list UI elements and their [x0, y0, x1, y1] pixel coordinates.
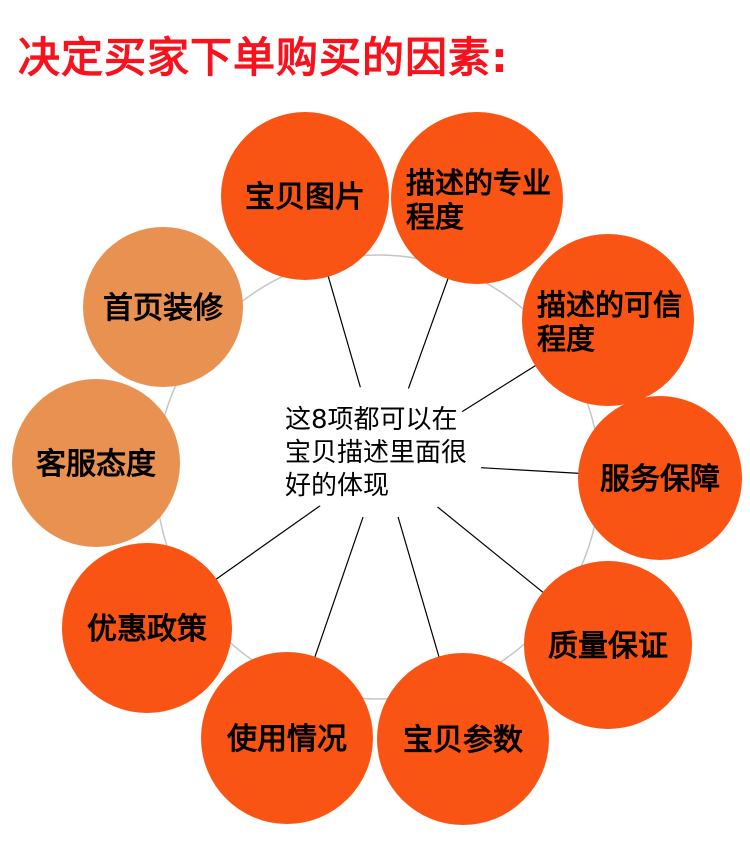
- factor-label-baobei-canshu: 宝贝参数: [403, 723, 524, 758]
- factor-circle-miaoshu-kexin: [522, 234, 694, 406]
- factor-label-zhiliang-baozheng: 质量保证: [548, 629, 668, 664]
- factor-circle-baobei-tupian: [221, 112, 389, 280]
- factor-label-miaoshu-zhuanye: 描述的专业: [406, 166, 551, 200]
- factor-label-youhui-zhengce: 优惠政策: [87, 612, 207, 647]
- factor-label-miaoshu-kexin: 描述的可信: [537, 288, 682, 322]
- factor-label-kefu-taidu: 客服态度: [36, 447, 156, 482]
- factor-label-miaoshu-zhuanye: 程度: [406, 200, 464, 234]
- factor-label-fuwu-baozhang: 服务保障: [600, 462, 720, 497]
- center-note-line: 好的体现: [285, 471, 389, 501]
- factor-label-shiyong-qingkuang: 使用情况: [226, 722, 347, 757]
- factor-circle-fuwu-baozhang: [578, 396, 742, 560]
- factor-label-miaoshu-kexin: 程度: [537, 322, 595, 356]
- factor-label-baobei-tupian: 宝贝图片: [245, 180, 365, 215]
- factor-circle-youhui-zhengce: [62, 543, 232, 713]
- factor-circle-kefu-taidu: [12, 379, 180, 547]
- center-note-line: 宝贝描述里面很: [285, 438, 467, 468]
- factor-circle-shouye-zhuangxiu: [83, 227, 243, 387]
- factor-circle-baobei-canshu: [377, 653, 549, 825]
- page-title: 决定买家下单购买的因素:: [18, 33, 509, 82]
- center-hub-mask: [276, 386, 484, 518]
- factor-circle-shiyong-qingkuang: [201, 652, 373, 824]
- center-note-line: 这8项都可以在: [285, 405, 458, 435]
- factor-circle-zhiliang-baozheng: [524, 561, 692, 729]
- factor-label-shouye-zhuangxiu: 首页装修: [103, 291, 224, 326]
- factor-circle-miaoshu-zhuanye: [391, 112, 563, 284]
